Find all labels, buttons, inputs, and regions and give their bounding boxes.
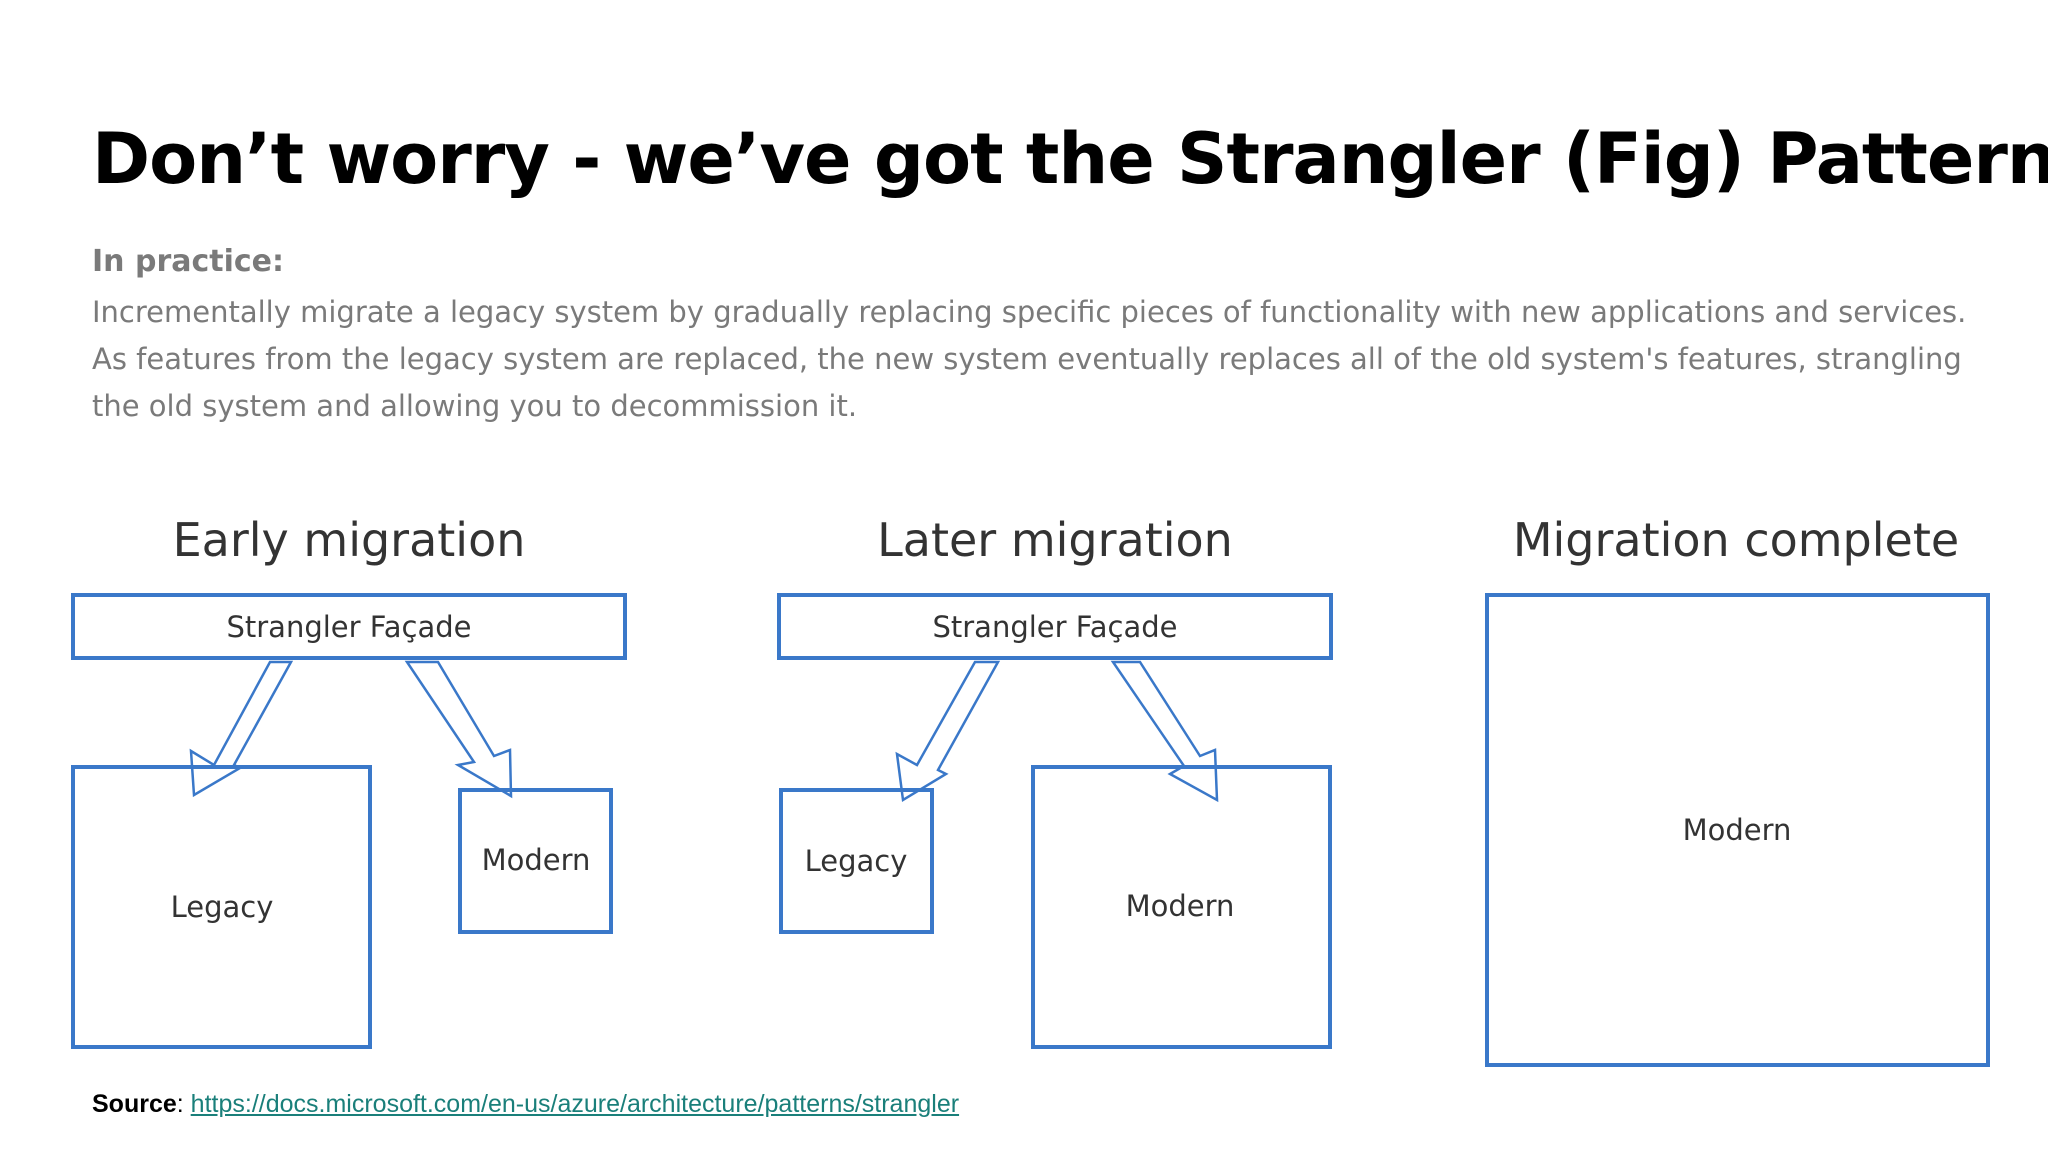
- slide-title: Don’t worry - we’ve got the Strangler (F…: [92, 118, 2048, 200]
- migration-complete-panel: [1485, 593, 1990, 1067]
- modern-label: Modern: [482, 843, 591, 877]
- facade-label: Strangler Façade: [932, 610, 1177, 644]
- panel-title: Early migration: [173, 513, 526, 567]
- modern-box: [1485, 593, 1990, 1067]
- legacy-box: [779, 788, 934, 934]
- in-practice-label: In practice:: [92, 244, 285, 279]
- panel-title: Migration complete: [1513, 513, 1959, 567]
- facade-box: [777, 593, 1333, 660]
- arrow-to-modern-icon: [404, 660, 513, 799]
- legacy-label: Legacy: [805, 844, 908, 878]
- arrow-to-modern-icon: [1110, 660, 1219, 803]
- legacy-box: [71, 765, 372, 1049]
- source-label: Source: [92, 1090, 177, 1118]
- facade-label: Strangler Façade: [226, 610, 471, 644]
- modern-label: Modern: [1126, 889, 1235, 923]
- arrow-to-legacy-icon: [895, 660, 1001, 803]
- modern-label: Modern: [1683, 813, 1792, 847]
- modern-box: [458, 788, 613, 934]
- strangler-pattern-diagram: Early migration Later migration Migratio…: [71, 513, 1990, 1067]
- panel-title: Later migration: [877, 513, 1233, 567]
- arrow-to-legacy-icon: [189, 660, 294, 798]
- early-migration-panel: [71, 593, 627, 1049]
- facade-box: [71, 593, 627, 660]
- source-line: Source: https://docs.microsoft.com/en-us…: [92, 1090, 960, 1118]
- later-migration-panel: [777, 593, 1333, 1049]
- legacy-label: Legacy: [171, 890, 274, 924]
- source-link[interactable]: https://docs.microsoft.com/en-us/azure/a…: [190, 1090, 960, 1118]
- description-paragraph: Incrementally migrate a legacy system by…: [92, 295, 1967, 423]
